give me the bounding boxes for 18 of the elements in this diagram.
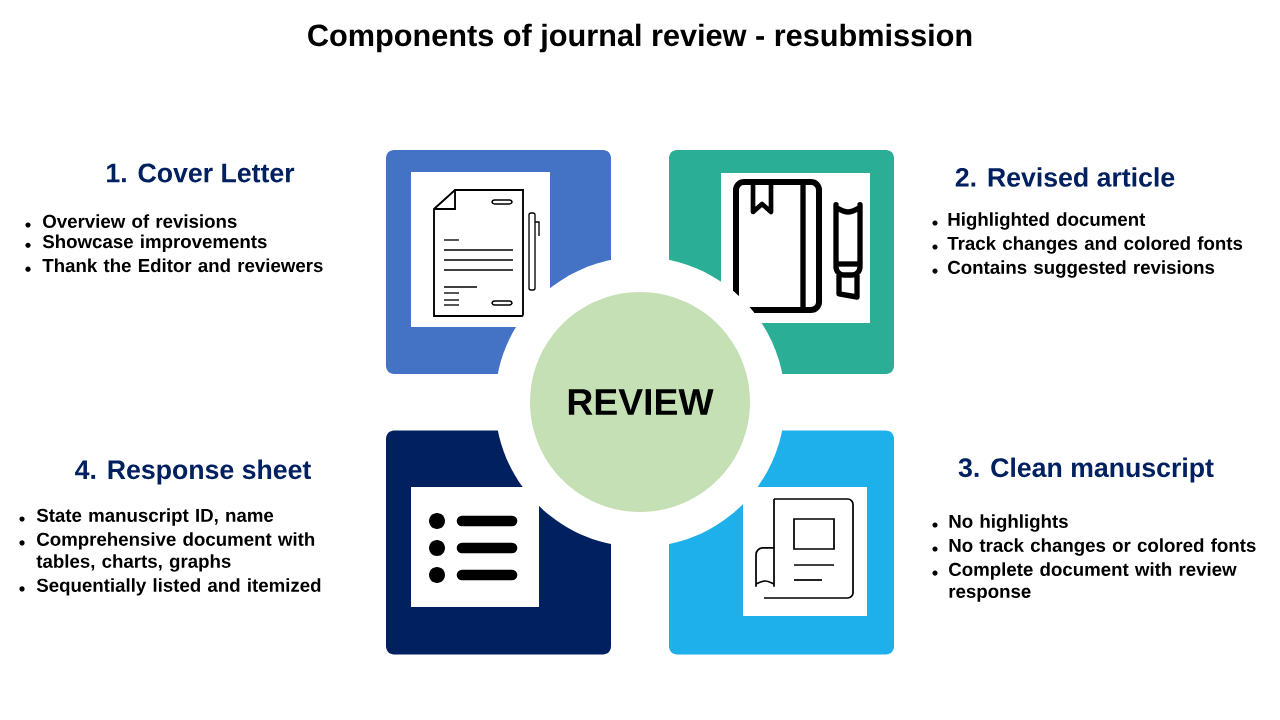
heading: 2. Revised article [955,167,1175,187]
bullet-text: No track changes or colored fonts [949,538,1256,556]
bullet-text: Track changes and colored fonts [947,236,1243,254]
bullet-text: Overview of revisions [43,214,237,228]
bullet-text: Showcase improvements [42,234,267,252]
bullet-text: No highlights [949,514,1068,532]
node-label: REVIEW [568,389,714,415]
bullet-text: Thank the Editor and reviewers [42,258,323,273]
heading: 1. Cover Letter [107,163,295,183]
bullet-text: Contains suggested revisions [948,260,1215,278]
bullet-text: Sequentially listed and itemized [36,578,321,596]
bullet-text: Complete document with review response [949,562,1237,602]
bullet-text: State manuscript ID, name [36,508,274,526]
heading: 3. Clean manuscript [958,457,1214,483]
title: Components of journal review - resubmission [308,23,972,53]
bullet-text: Highlighted document [948,212,1146,230]
heading: 4. Response sheet [75,459,311,485]
bullet-text: Comprehensive document with tables, charts, graphs [36,532,315,572]
